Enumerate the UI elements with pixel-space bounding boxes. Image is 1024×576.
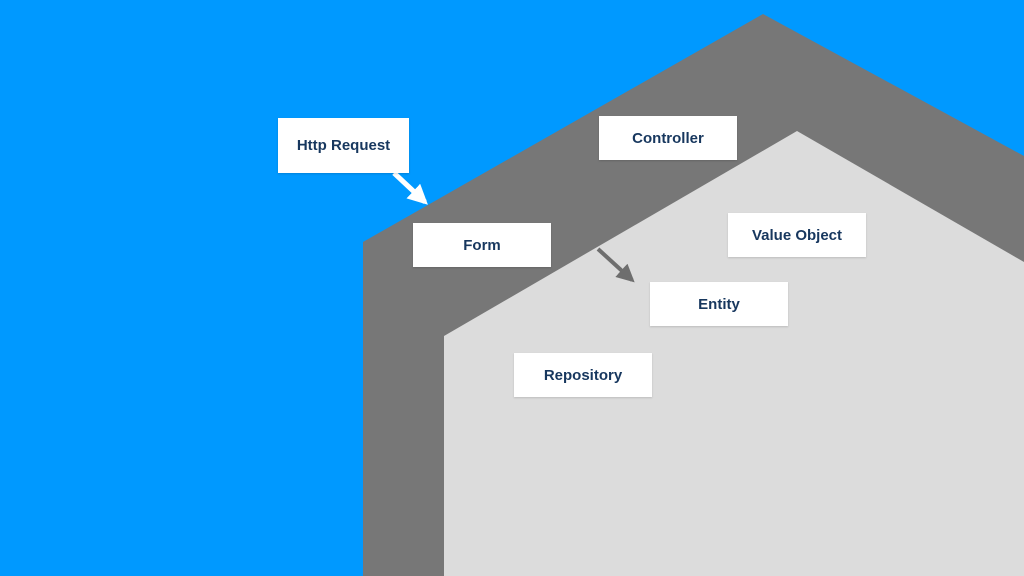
form-label: Form — [463, 236, 501, 254]
http-request-label: Http Request — [296, 137, 391, 154]
inner-layer-house — [444, 131, 1024, 576]
repository-label: Repository — [543, 366, 623, 384]
value-object-box: Value Object — [728, 213, 866, 257]
http-request-box: Http Request — [278, 118, 409, 173]
http-request-arrow — [392, 171, 428, 205]
entity-box: Entity — [650, 282, 788, 326]
form-box: Form — [413, 223, 551, 267]
repository-box: Repository — [514, 353, 652, 397]
form-to-entity-arrow — [596, 247, 635, 283]
controller-label: Controller — [632, 129, 704, 147]
entity-label: Entity — [698, 295, 740, 313]
value-object-label: Value Object — [751, 226, 843, 244]
controller-box: Controller — [599, 116, 737, 160]
